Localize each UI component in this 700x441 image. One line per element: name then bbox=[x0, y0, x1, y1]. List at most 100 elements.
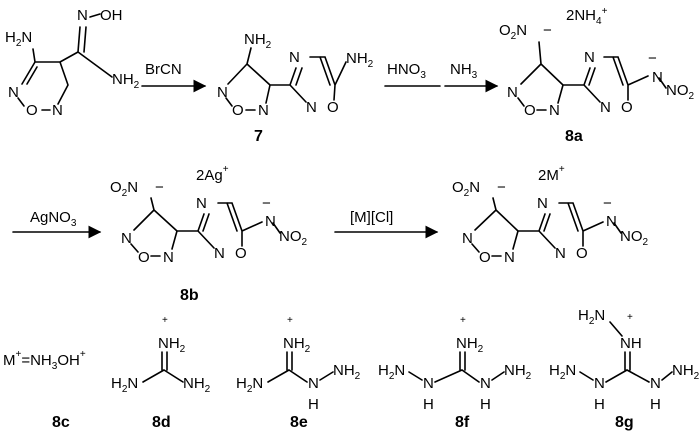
compound-7: NH2 N O N N N O NH2 7 bbox=[217, 31, 374, 145]
ring-n: N bbox=[462, 230, 473, 247]
h-left: H bbox=[423, 396, 434, 413]
oxd-n: N bbox=[196, 195, 207, 212]
minus: − bbox=[155, 179, 164, 196]
minus: − bbox=[543, 22, 552, 39]
minus-right: − bbox=[648, 50, 657, 67]
label-8b: 8b bbox=[180, 287, 199, 304]
label-8f: 8f bbox=[455, 414, 470, 431]
compound-8-general: O2N − 2M+ N O N N N O − N NO2 bbox=[452, 164, 649, 266]
plus: + bbox=[287, 315, 293, 326]
ring-n: N bbox=[507, 84, 518, 101]
h2n-left: H2N bbox=[111, 375, 138, 395]
h2n-top: H2N bbox=[578, 307, 605, 327]
nh2-top: NH2 bbox=[456, 335, 484, 355]
label-8a: 8a bbox=[565, 128, 583, 145]
n-right: N bbox=[265, 213, 276, 230]
reagent-hno3: HNO3 bbox=[387, 61, 426, 81]
h-mid: H bbox=[308, 396, 319, 413]
ring-n2: N bbox=[163, 249, 174, 266]
plus: + bbox=[460, 315, 466, 326]
no2-right: NO2 bbox=[666, 82, 695, 102]
h2n-left: H2N bbox=[549, 362, 576, 382]
n-left: N bbox=[423, 375, 434, 392]
label-8d: 8d bbox=[152, 414, 171, 431]
cation-8c: M+=NH3OH+ bbox=[3, 349, 86, 372]
starting-material: H2N N OH NH2 N O N bbox=[5, 7, 140, 119]
ring-o: O bbox=[138, 249, 150, 266]
label-8g: 8g bbox=[615, 414, 634, 431]
oxd-n2: N bbox=[600, 99, 611, 116]
h-right: H bbox=[480, 396, 491, 413]
ring-n: N bbox=[217, 84, 228, 101]
ring-n-right: N bbox=[52, 102, 63, 119]
plus: + bbox=[627, 312, 633, 323]
ring-n2: N bbox=[504, 249, 515, 266]
label-8e: 8e bbox=[290, 414, 308, 431]
reagent-brcn: BrCN bbox=[145, 61, 182, 78]
reagent-agno3: AgNO3 bbox=[30, 209, 77, 229]
oxd-n2: N bbox=[214, 245, 225, 262]
nh2-top: NH2 bbox=[283, 335, 311, 355]
h2n-left: H2N bbox=[236, 375, 263, 395]
ring-n2: N bbox=[258, 102, 269, 119]
oxime-n: N bbox=[77, 7, 88, 24]
cation-8e: + NH2 H2N N H NH2 8e bbox=[236, 315, 361, 431]
cation-8g: H2N + NH H2N N H N H NH2 8g bbox=[549, 307, 700, 431]
ring-n: N bbox=[121, 230, 132, 247]
oxd-n: N bbox=[289, 49, 300, 66]
h-left: H bbox=[594, 396, 605, 413]
n-right: N bbox=[606, 213, 617, 230]
nh2-top: NH2 bbox=[158, 335, 186, 355]
cation-8d: + NH2 H2N NH2 8d bbox=[111, 315, 211, 431]
oxd-o: O bbox=[621, 99, 633, 116]
oxd-n2: N bbox=[306, 99, 317, 116]
compound-8a: O2N − 2NH4+ N O N N N O − N NO2 8a bbox=[499, 6, 695, 145]
label-8c: 8c bbox=[52, 414, 70, 431]
label-7: 7 bbox=[254, 128, 263, 145]
minus-right: − bbox=[603, 195, 612, 212]
compound-8b: O2N − 2Ag+ N O N N N O − N NO2 8b bbox=[110, 164, 308, 304]
amino-group: H2N bbox=[5, 29, 32, 49]
oxd-n: N bbox=[537, 195, 548, 212]
oxd-n: N bbox=[584, 49, 595, 66]
o2n: O2N bbox=[452, 179, 480, 199]
n-left: N bbox=[594, 375, 605, 392]
nh-top: NH bbox=[620, 335, 642, 352]
minus: − bbox=[497, 179, 506, 196]
counterion-8a: 2NH4+ bbox=[566, 6, 608, 27]
ring-o: O bbox=[479, 249, 491, 266]
nh2-right: NH2 bbox=[183, 375, 211, 395]
amino-right: NH2 bbox=[346, 50, 374, 70]
n-right: N bbox=[650, 375, 661, 392]
ring-n-left: N bbox=[8, 84, 19, 101]
ring-o: O bbox=[232, 102, 244, 119]
ring-n2: N bbox=[549, 102, 560, 119]
n-right: N bbox=[480, 375, 491, 392]
minus-right: − bbox=[262, 195, 271, 212]
cation-8f: + NH2 H2N N H N H NH2 8f bbox=[378, 315, 532, 431]
h2n-left: H2N bbox=[378, 362, 405, 382]
o2n: O2N bbox=[499, 22, 527, 42]
h-right: H bbox=[650, 396, 661, 413]
o2n: O2N bbox=[110, 179, 138, 199]
hydroxyl: OH bbox=[100, 7, 123, 24]
nh2-right: NH2 bbox=[504, 362, 532, 382]
oxd-o: O bbox=[576, 245, 588, 262]
n-mid: N bbox=[308, 375, 319, 392]
amide-nh2: NH2 bbox=[112, 71, 140, 91]
no2-right: NO2 bbox=[620, 228, 649, 248]
oxd-o: O bbox=[327, 99, 339, 116]
oxd-o: O bbox=[235, 245, 247, 262]
reagent-mcl: [M][Cl] bbox=[350, 209, 393, 226]
no2-right: NO2 bbox=[279, 228, 308, 248]
nh2-right: NH2 bbox=[672, 362, 700, 382]
amino-top: NH2 bbox=[244, 31, 272, 51]
nh2-right: NH2 bbox=[333, 362, 361, 382]
counterion-8b: 2Ag+ bbox=[196, 164, 229, 184]
counterion-8: 2M+ bbox=[538, 164, 565, 184]
oxd-n2: N bbox=[555, 245, 566, 262]
ring-o: O bbox=[26, 102, 38, 119]
ring-o: O bbox=[524, 102, 536, 119]
reagent-nh3: NH3 bbox=[450, 61, 478, 81]
